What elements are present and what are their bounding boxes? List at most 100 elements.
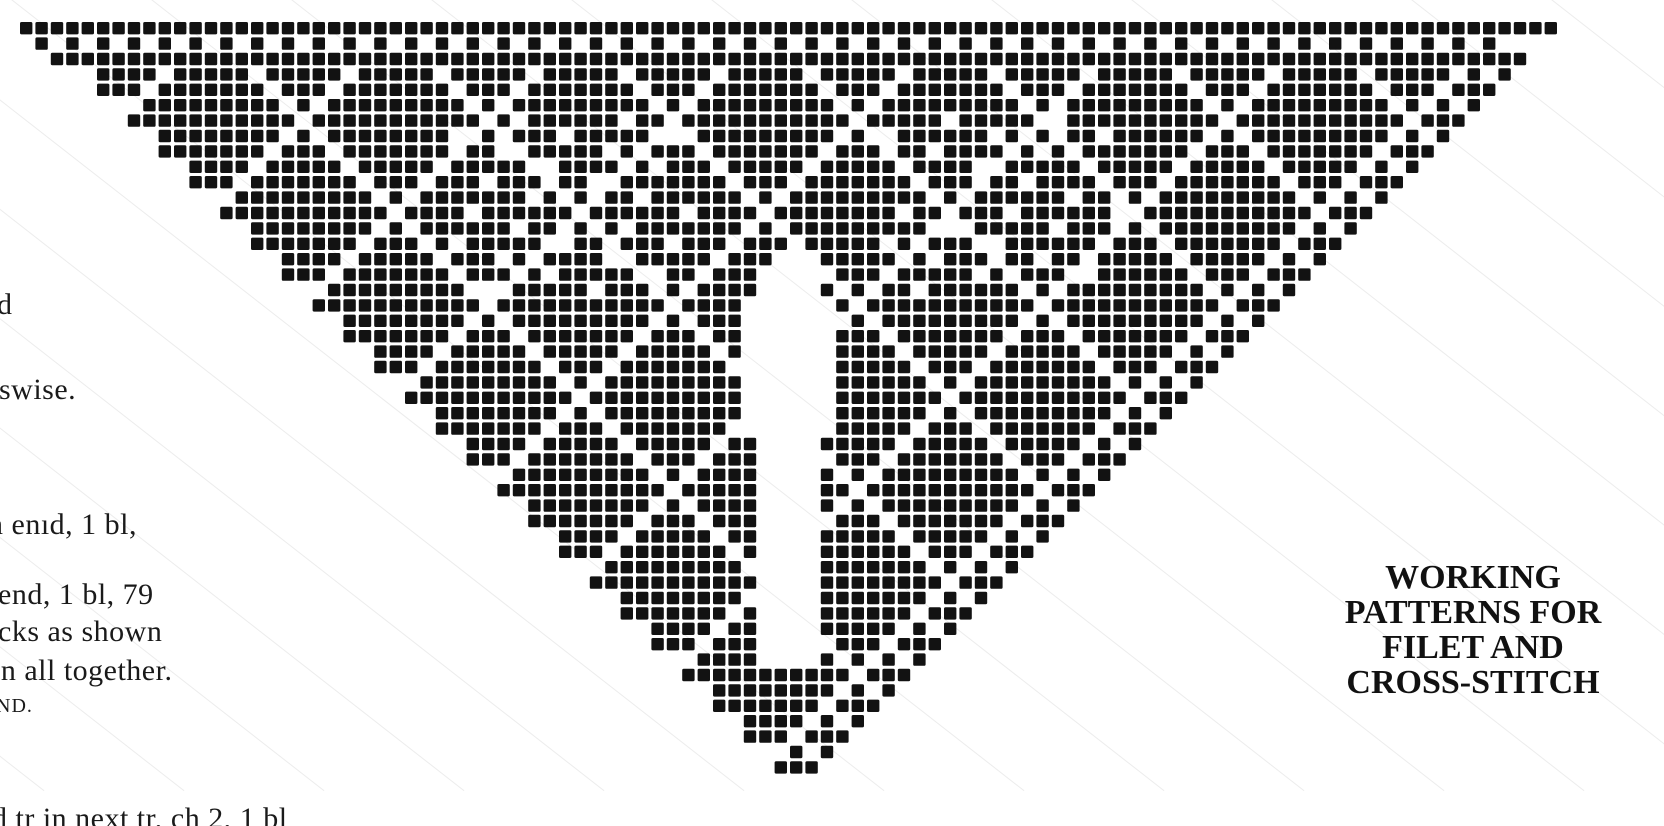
filled-block [821, 684, 833, 696]
filled-block [528, 376, 540, 388]
filled-block [359, 145, 371, 157]
filled-block [359, 84, 371, 96]
filled-block [1452, 37, 1464, 49]
filled-block [821, 669, 833, 681]
filled-block [713, 37, 725, 49]
filled-block [328, 222, 340, 234]
filled-block [882, 407, 894, 419]
filled-block [852, 407, 864, 419]
filled-block [528, 453, 540, 465]
filled-block [1129, 191, 1141, 203]
filled-block [959, 238, 971, 250]
filled-block [882, 438, 894, 450]
filled-block [913, 253, 925, 265]
filled-block [1360, 176, 1372, 188]
filled-block [759, 53, 771, 65]
filled-block [266, 161, 278, 173]
filled-block [1406, 99, 1418, 111]
filled-block [497, 53, 509, 65]
filled-block [852, 361, 864, 373]
filled-block [405, 22, 417, 34]
filled-block [929, 530, 941, 542]
filled-block [975, 515, 987, 527]
filled-block [590, 299, 602, 311]
filled-block [97, 84, 109, 96]
filled-block [97, 22, 109, 34]
filled-block [1144, 53, 1156, 65]
filled-block [1498, 68, 1510, 80]
filled-block [1052, 37, 1064, 49]
filled-block [790, 84, 802, 96]
filled-block [836, 114, 848, 126]
filled-block [975, 191, 987, 203]
filled-block [251, 191, 263, 203]
filled-block [1221, 53, 1233, 65]
filled-block [836, 700, 848, 712]
filled-block [667, 315, 679, 327]
filled-block [1206, 37, 1218, 49]
filled-block [420, 130, 432, 142]
filled-block [775, 37, 787, 49]
filled-block [744, 730, 756, 742]
filled-block [682, 114, 694, 126]
filled-block [698, 130, 710, 142]
filled-block [836, 530, 848, 542]
filled-block [1067, 438, 1079, 450]
filled-block [929, 53, 941, 65]
filled-block [790, 22, 802, 34]
filled-block [898, 361, 910, 373]
filled-block [975, 438, 987, 450]
filled-block [882, 561, 894, 573]
filled-block [1406, 145, 1418, 157]
filled-block [590, 345, 602, 357]
filled-block [698, 392, 710, 404]
filled-block [913, 22, 925, 34]
filled-block [1036, 284, 1048, 296]
filled-block [1160, 114, 1172, 126]
filled-block [867, 607, 879, 619]
filled-block [328, 114, 340, 126]
filled-block [821, 715, 833, 727]
filled-block [528, 469, 540, 481]
filled-block [359, 284, 371, 296]
filled-block [867, 361, 879, 373]
filled-block [1052, 345, 1064, 357]
filled-block [990, 484, 1002, 496]
filled-block [374, 84, 386, 96]
filled-block [1144, 330, 1156, 342]
filled-block [1206, 22, 1218, 34]
filled-block [1036, 469, 1048, 481]
filled-block [220, 176, 232, 188]
filled-block [236, 53, 248, 65]
filled-block [913, 268, 925, 280]
filled-block [1468, 68, 1480, 80]
filled-block [528, 284, 540, 296]
filled-block [651, 22, 663, 34]
filled-block [805, 176, 817, 188]
filled-block [713, 669, 725, 681]
filled-block [1329, 53, 1341, 65]
filled-block [97, 37, 109, 49]
filled-block [698, 68, 710, 80]
filled-block [852, 499, 864, 511]
filled-block [975, 207, 987, 219]
filled-block [451, 284, 463, 296]
filled-block [975, 453, 987, 465]
filled-block [728, 161, 740, 173]
filled-block [1129, 284, 1141, 296]
filled-block [852, 222, 864, 234]
filled-block [574, 438, 586, 450]
filled-block [1267, 222, 1279, 234]
filled-block [929, 37, 941, 49]
filled-block [451, 222, 463, 234]
filled-block [651, 376, 663, 388]
filled-block [1175, 392, 1187, 404]
filled-block [313, 238, 325, 250]
filled-block [805, 761, 817, 773]
filled-block [1468, 99, 1480, 111]
filled-block [1237, 330, 1249, 342]
filled-block [390, 68, 402, 80]
filled-block [436, 315, 448, 327]
filled-block [775, 238, 787, 250]
filled-block [1452, 22, 1464, 34]
